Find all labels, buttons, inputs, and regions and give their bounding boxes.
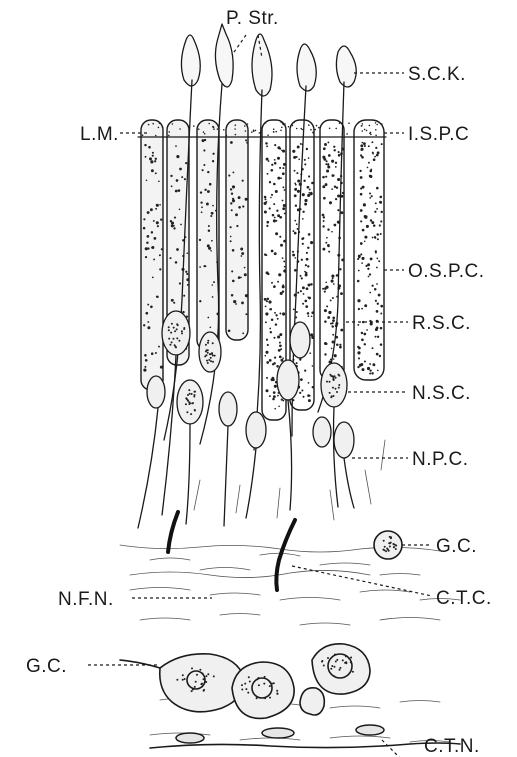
label-ispc: I.S.P.C — [408, 124, 469, 145]
label-nfn: N.F.N. — [58, 589, 114, 610]
left-dark-fibre — [168, 512, 178, 552]
label-ctc: C.T.C. — [436, 588, 492, 609]
ganglion-cells — [120, 531, 402, 718]
label-npc: N.P.C. — [412, 449, 469, 470]
label-ospc: O.S.P.C. — [408, 261, 485, 282]
label-gc-left: G.C. — [26, 656, 67, 677]
ctc-dark-fibre — [276, 520, 295, 590]
label-lm: L.M. — [80, 124, 119, 145]
label-nsc: N.S.C. — [412, 383, 471, 404]
bottom-membrane — [150, 743, 460, 748]
label-sck: S.C.K. — [408, 64, 466, 85]
label-ctn: C.T.N. — [424, 736, 480, 757]
label-gc-right: G.C. — [436, 536, 477, 557]
label-rsc: R.S.C. — [412, 313, 471, 334]
ct-nuclei — [176, 725, 384, 743]
label-p-str: P. Str. — [226, 8, 279, 29]
